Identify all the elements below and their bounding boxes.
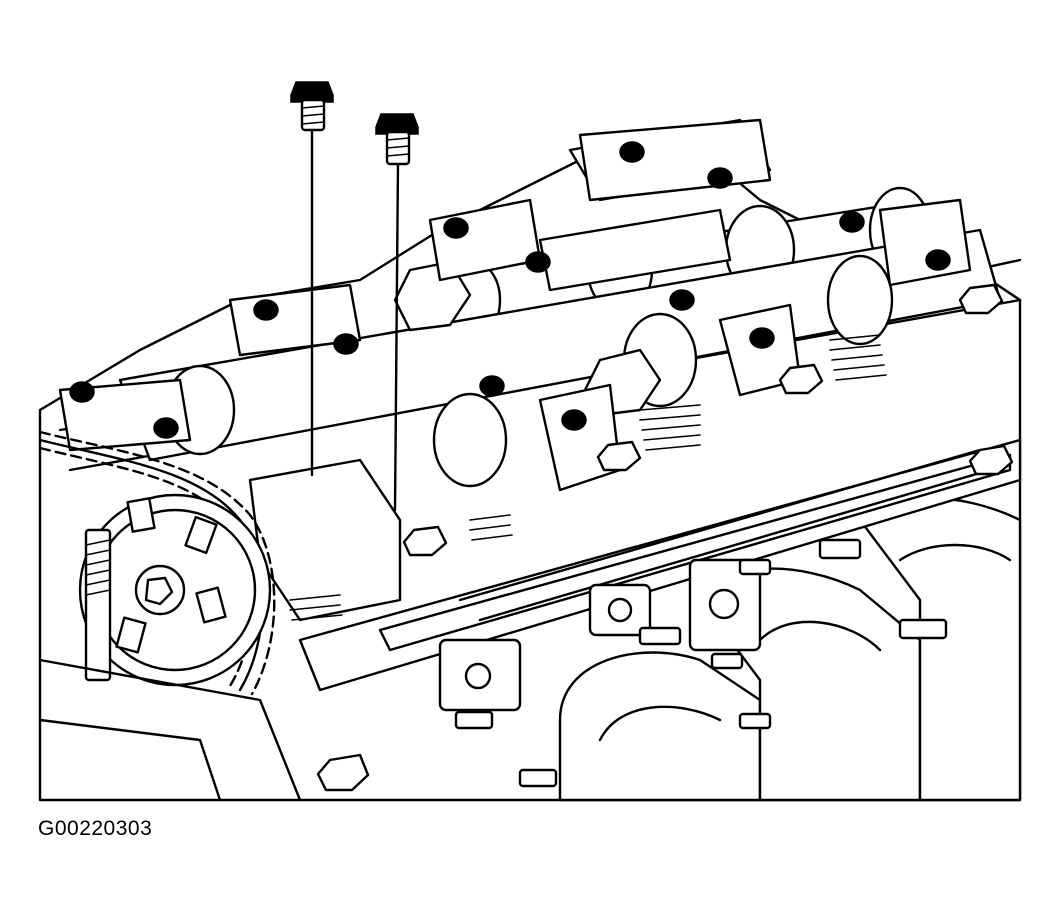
lower-block — [38, 658, 302, 802]
studs — [454, 538, 948, 788]
head-bolts — [316, 283, 1014, 792]
cam-cap-bolts — [69, 141, 951, 439]
camshaft-housing-rail — [298, 438, 1022, 712]
removed-bolt-left — [290, 81, 334, 477]
locating-pin — [84, 528, 112, 682]
valve-springs — [289, 334, 887, 621]
removed-bolt-right — [375, 113, 419, 512]
camshaft-sprocket — [78, 493, 272, 687]
figure-id-label: G00220303 — [38, 817, 153, 840]
